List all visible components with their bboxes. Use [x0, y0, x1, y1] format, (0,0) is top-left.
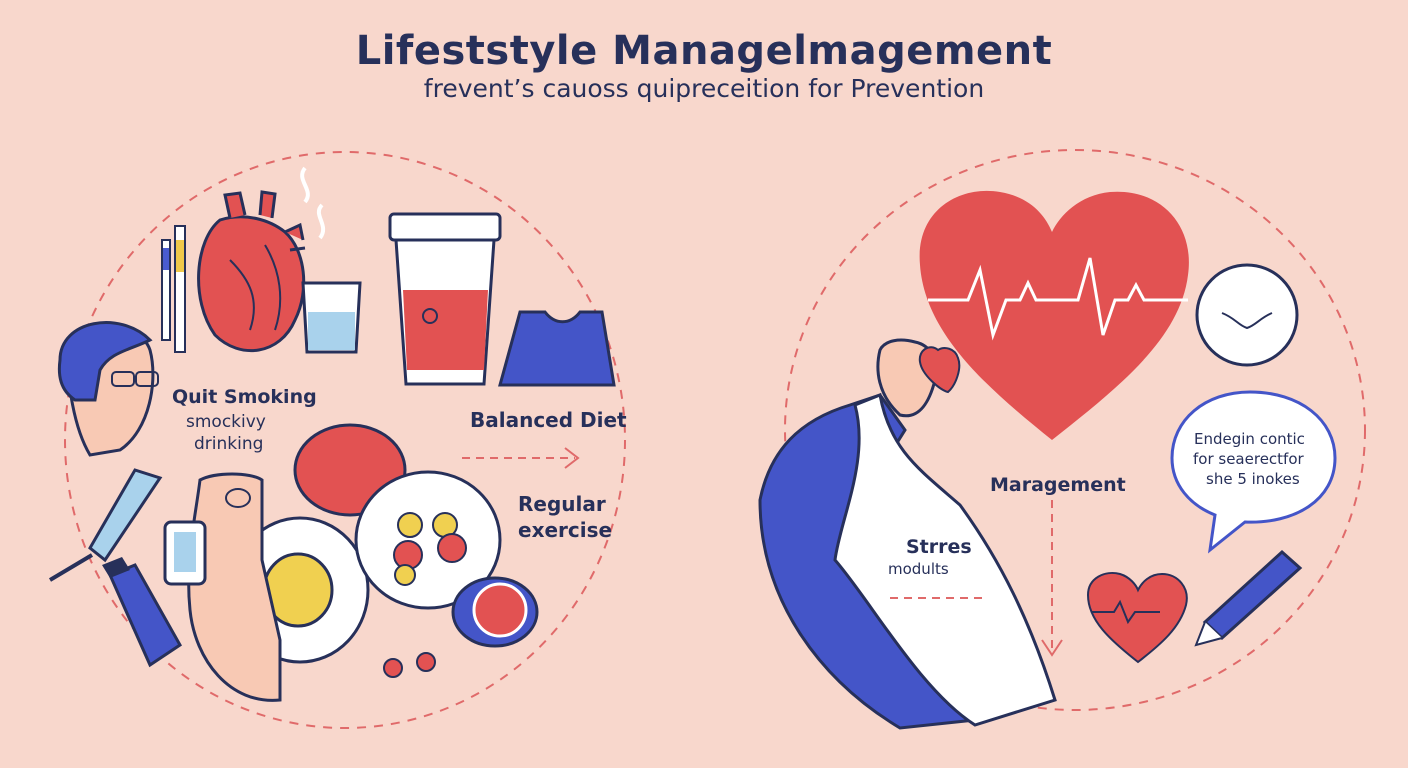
- dashed-arrow-icon: [462, 447, 580, 469]
- regular-label: Regular: [518, 492, 606, 516]
- arm-with-coat-icon: [758, 338, 1057, 730]
- bubble-text-2: for seaerectfor: [1193, 450, 1304, 468]
- page-subtitle: frevent’s cauoss quipreceition for Preve…: [423, 74, 985, 103]
- smoking-sub-label: smockivy: [186, 412, 266, 432]
- small-heart-icon: [1086, 572, 1188, 664]
- balanced-diet-label: Balanced Diet: [470, 408, 627, 432]
- water-glass-icon: [300, 166, 362, 354]
- drinking-label: drinking: [194, 434, 264, 454]
- big-heart-icon: [919, 190, 1189, 440]
- management-label: Maragement: [990, 474, 1126, 496]
- smoothie-cup-icon: [388, 212, 502, 386]
- fruit-bowl-icon: [451, 576, 539, 648]
- inhaler-icon: [102, 557, 182, 668]
- pen-icon: [1194, 549, 1303, 647]
- hand-holding-device-icon: [163, 472, 282, 702]
- left-dashed-circle: [64, 151, 626, 729]
- berry-icon: [416, 652, 436, 672]
- speech-bubble-icon: [1170, 390, 1337, 554]
- thermometer-icon: [48, 468, 163, 582]
- exercise-label: exercise: [518, 518, 613, 542]
- plate-fruit-icon: [354, 470, 502, 610]
- sweater-icon: [498, 310, 616, 387]
- test-tubes-icon: [161, 225, 186, 353]
- circle-icon: [1195, 263, 1299, 367]
- anatomical-heart-icon: [197, 190, 306, 352]
- berry-icon: [383, 658, 403, 678]
- right-dashed-circle: [784, 149, 1366, 711]
- person-head-icon: [57, 321, 159, 457]
- stress-sub-label: modults: [888, 560, 949, 578]
- quit-smoking-label: Quit Smoking: [172, 386, 317, 408]
- stress-label: Strres: [906, 536, 972, 558]
- page-title: Lifeststyle Managelmagement: [355, 28, 1053, 74]
- bubble-text-1: Endegin contic: [1194, 430, 1305, 448]
- bubble-text-3: she 5 inokes: [1206, 470, 1300, 488]
- dashed-down-arrow-icon: [1041, 500, 1063, 657]
